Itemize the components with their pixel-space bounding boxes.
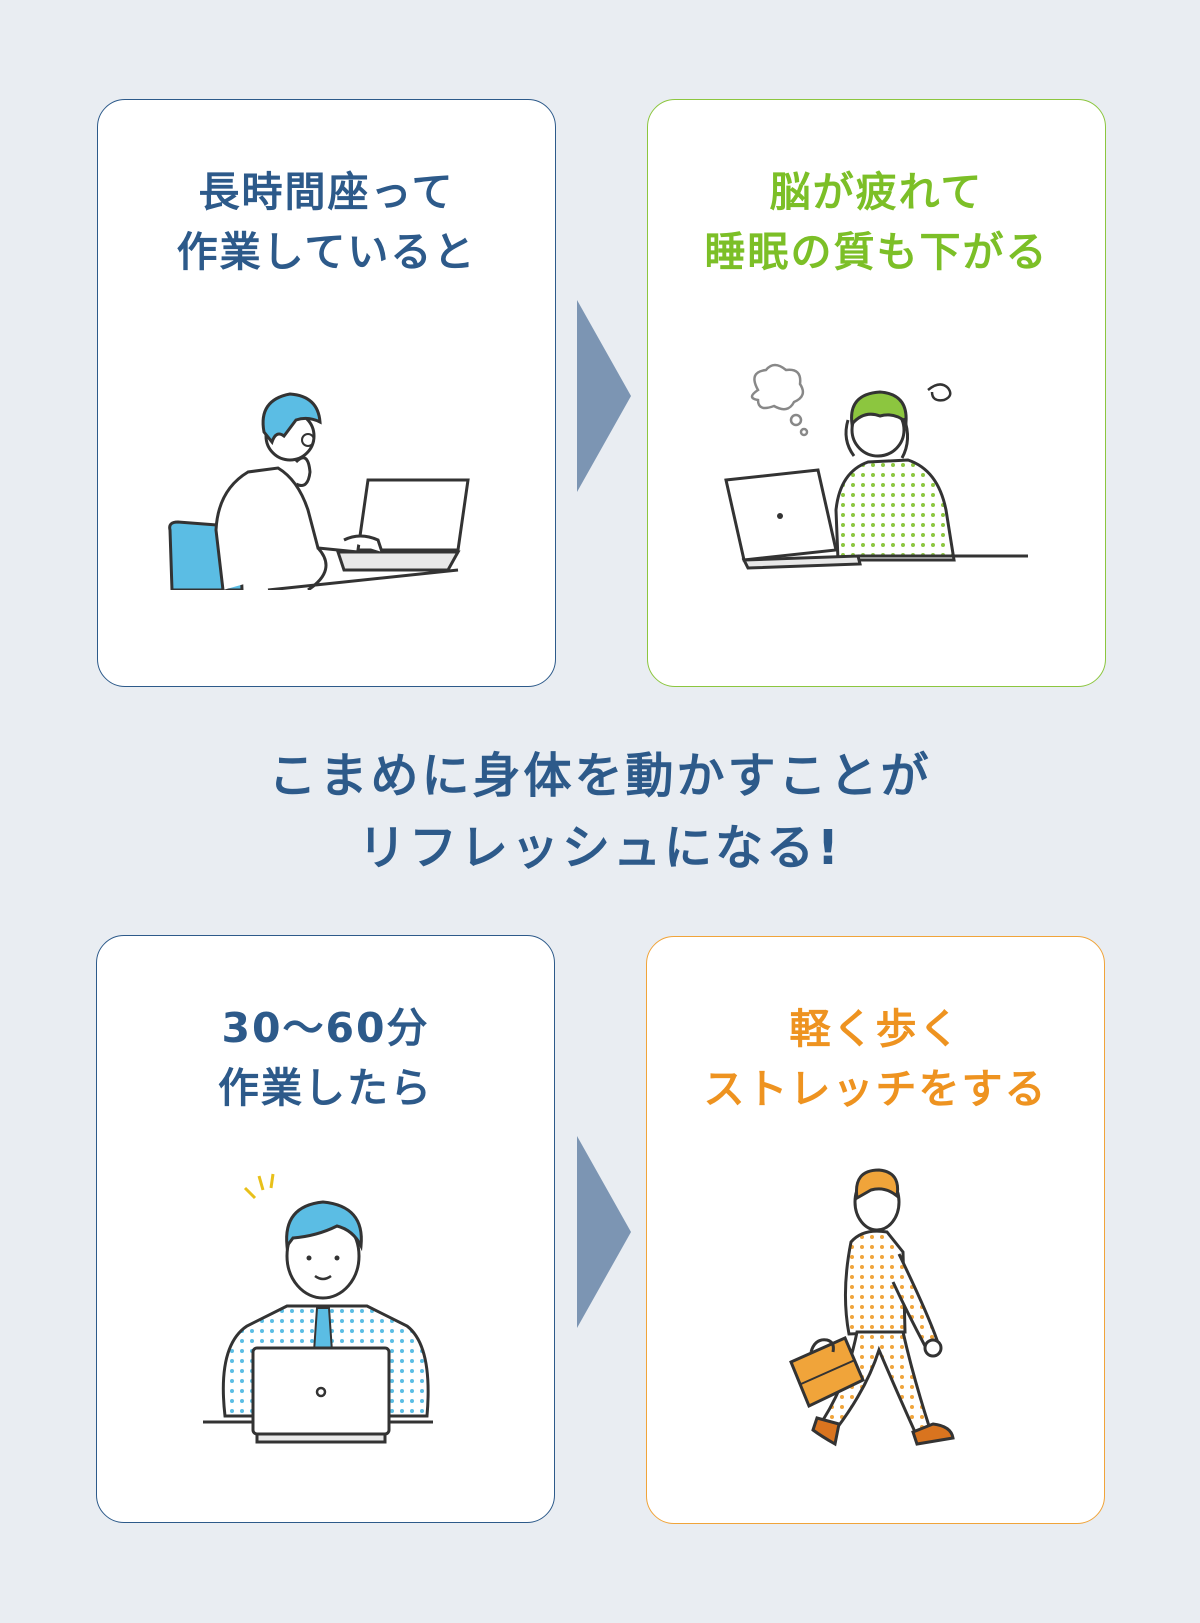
walking-man-with-briefcase-icon [789,1168,955,1447]
card-after-work: 30～60分 作業したら [96,935,555,1523]
card-title-line: ストレッチをする [703,1065,1048,1113]
alert-man-at-laptop-icon [203,1173,433,1444]
card-title: 脳が疲れて 睡眠の質も下がる [648,162,1105,282]
card-walk-stretch: 軽く歩く ストレッチをする [646,936,1105,1524]
card-brain-fatigue: 脳が疲れて 睡眠の質も下がる [647,99,1106,687]
tired-man-at-laptop-icon [724,363,1028,570]
card-title-line: 30～60分 [221,1004,430,1052]
arrow-right-icon [577,300,631,492]
card-title: 30～60分 作業したら [97,998,554,1118]
card-title-line: 長時間座って [198,168,455,216]
card-title-line: 作業したら [218,1064,433,1112]
arrow-right-icon [577,1136,631,1328]
card-title: 軽く歩く ストレッチをする [647,999,1104,1119]
card-title-line: 軽く歩く [789,1005,962,1053]
card-title-line: 睡眠の質も下がる [704,228,1049,276]
card-title-line: 作業していると [176,228,477,276]
man-working-at-laptop-icon [168,392,470,590]
card-long-sitting: 長時間座って 作業していると [97,99,556,687]
card-title-line: 脳が疲れて [769,168,984,216]
key-message-line: こまめに身体を動かすことが [268,748,932,804]
key-message: こまめに身体を動かすことが リフレッシュになる! [0,740,1200,884]
card-title: 長時間座って 作業していると [98,162,555,282]
key-message-line: リフレッシュになる! [358,820,842,876]
